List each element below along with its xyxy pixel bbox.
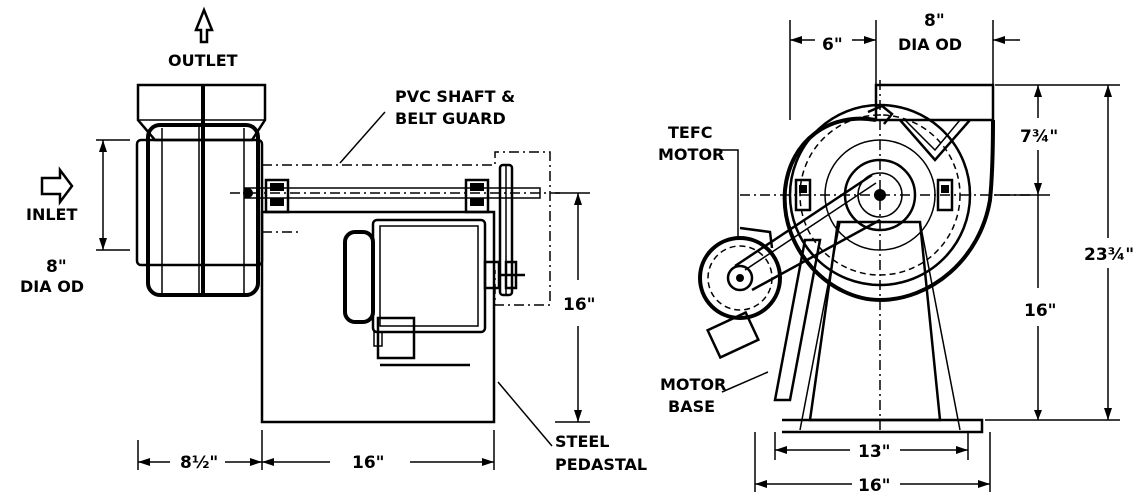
side-housing-width-dim: 8½" <box>180 453 218 473</box>
guard-label-line1: PVC SHAFT & <box>395 87 515 106</box>
motor-label-line1: TEFC <box>668 123 713 142</box>
front-base-inner-dim: 13" <box>858 442 891 462</box>
front-base-outer-dim: 16" <box>858 476 891 496</box>
v-belt <box>734 173 873 268</box>
front-view: 6" 8" DIA OD <box>658 11 1134 496</box>
pedestal-label-line1: STEEL <box>555 432 610 451</box>
inlet-label: INLET <box>26 205 77 224</box>
front-motor <box>698 226 782 360</box>
motor-side <box>343 218 525 367</box>
motor-label-line2: MOTOR <box>658 145 724 164</box>
bearing-right <box>464 178 490 214</box>
belt-sheave <box>498 163 518 297</box>
front-motor-base <box>773 238 822 402</box>
front-outlet-dia-value: 8" <box>924 11 945 31</box>
side-base-length-dim: 16" <box>352 453 385 473</box>
inlet-arrow-icon <box>40 166 74 206</box>
outlet-arrow-icon <box>194 6 214 44</box>
front-outlet-offset-dim: 6" <box>822 35 843 55</box>
outlet-label: OUTLET <box>168 51 238 70</box>
bearing-left <box>264 178 290 214</box>
side-height-dim: 16" <box>563 295 596 315</box>
steel-pedestal <box>260 210 496 424</box>
guard-label-line2: BELT GUARD <box>395 109 506 128</box>
side-view: OUTLET INLET 8" DIA OD PVC SHAFT & BELT … <box>20 6 647 474</box>
front-outlet-height-dim: 7¾" <box>1020 127 1058 147</box>
front-outlet-duct <box>874 83 995 122</box>
inlet-dia-unit: DIA OD <box>20 277 84 296</box>
front-total-height-dim: 23¾" <box>1084 245 1134 265</box>
pedestal-label-line2: PEDASTAL <box>555 455 647 474</box>
base-label-line1: MOTOR <box>660 375 726 394</box>
front-outlet-dia-unit: DIA OD <box>898 35 962 54</box>
front-shaft-height-dim: 16" <box>1024 301 1057 321</box>
front-pedestal <box>808 220 942 422</box>
inlet-dia-value: 8" <box>46 257 67 277</box>
scroll-housing <box>782 103 995 303</box>
base-label-line2: BASE <box>668 397 715 416</box>
